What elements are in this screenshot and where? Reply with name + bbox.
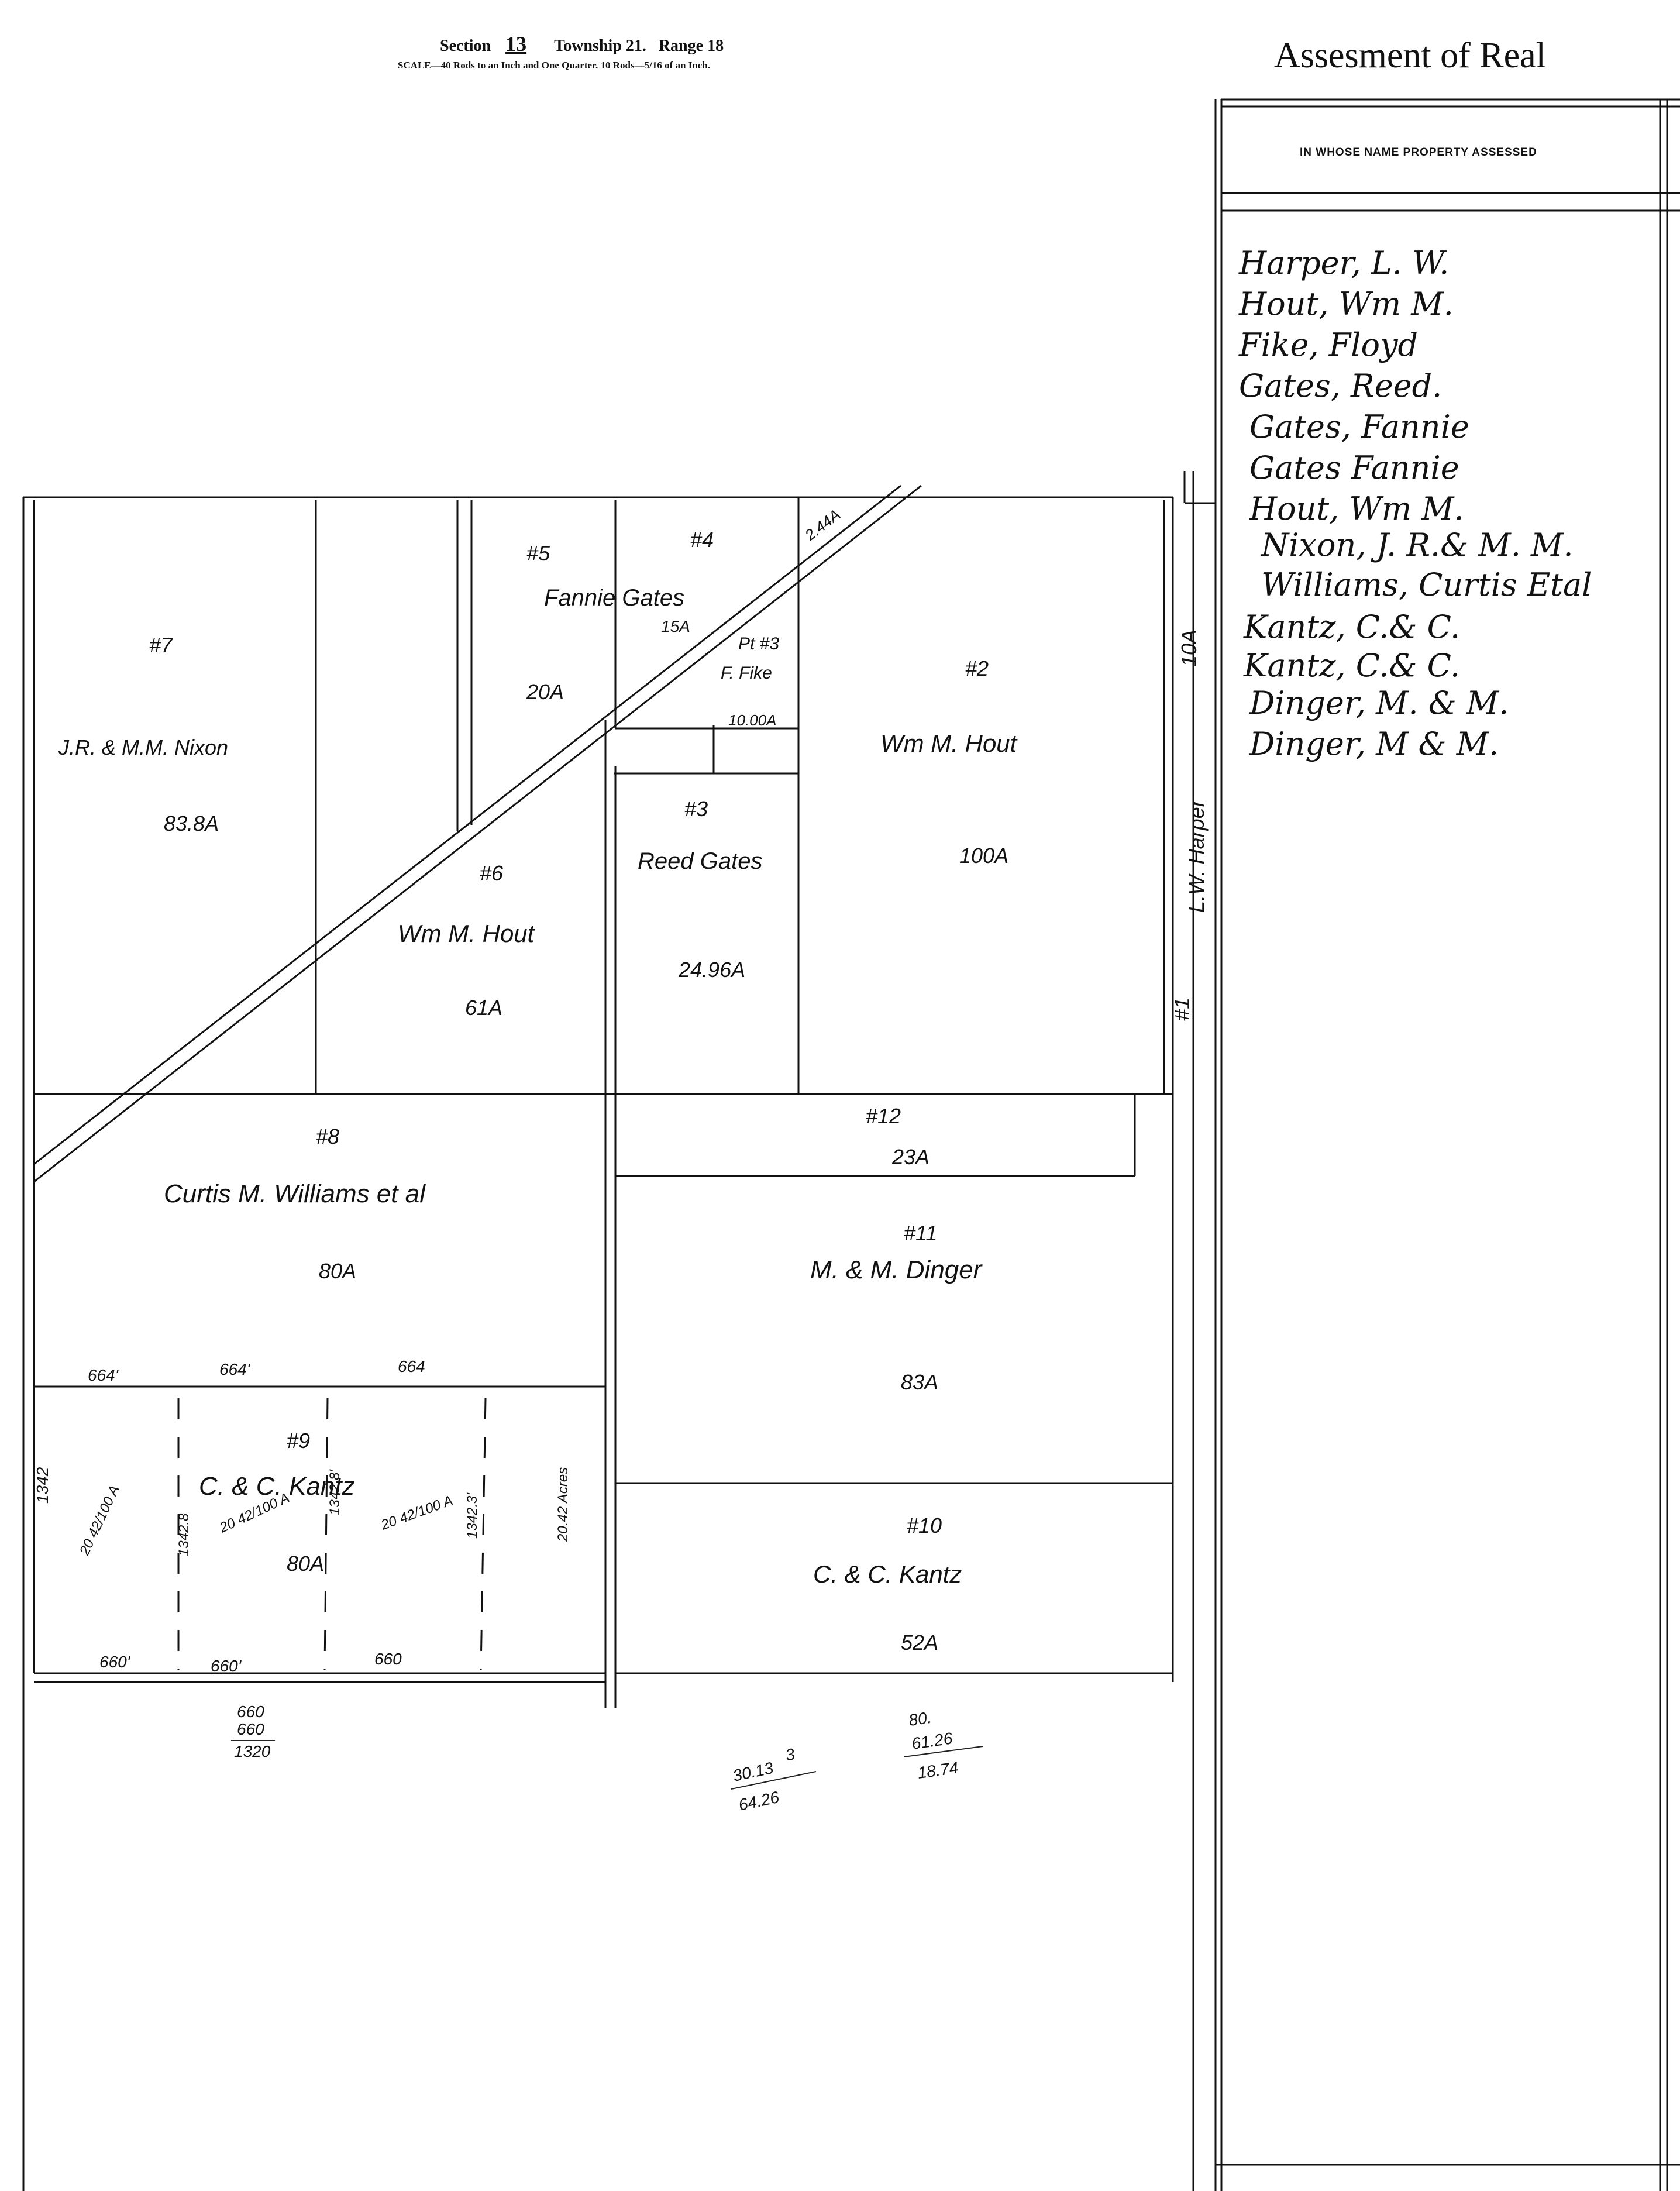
- parcel-pt3-number: Pt #3: [738, 634, 779, 653]
- ledger-column-header: IN WHOSE NAME PROPERTY ASSESSED: [1300, 146, 1537, 159]
- range-number: 18: [707, 37, 724, 55]
- parcel-5-acres: 20A: [526, 680, 564, 704]
- parcel-9-owner: C. & C. Kantz: [199, 1472, 355, 1501]
- dimension-bottom: 660': [99, 1653, 131, 1671]
- subdivision-acres: 20 42/100 A: [378, 1492, 455, 1533]
- parcel-4-number: #4: [690, 528, 714, 552]
- parcel-10-owner: C. & C. Kantz: [813, 1560, 962, 1588]
- parcel-7-acres: 83.8A: [164, 811, 219, 835]
- parcel-9-number: #9: [287, 1429, 310, 1453]
- calc-2-line: 3: [784, 1745, 797, 1765]
- vertical-dimension: 1342.8': [327, 1469, 343, 1515]
- subdivision-acres: 20.42 Acres: [555, 1467, 571, 1542]
- calc-3-line: 61.26: [911, 1729, 954, 1753]
- parcel-11-number: #11: [904, 1221, 937, 1245]
- owner-entry: Dinger, M. & M.: [1249, 685, 1509, 721]
- parcel-2-acres: 100A: [959, 844, 1008, 868]
- calc-1-line: 660: [237, 1702, 264, 1721]
- parcel-1-number: #1: [1170, 998, 1194, 1021]
- parcel-6-number: #6: [480, 861, 504, 885]
- dimension-top: 664': [219, 1360, 251, 1378]
- parcel-7-number: #7: [149, 633, 174, 657]
- parcel-3-owner: Reed Gates: [638, 848, 762, 874]
- fannie-gates-label: Fannie Gates: [544, 585, 684, 611]
- owner-entry: Nixon, J. R.& M. M.: [1261, 527, 1574, 563]
- owner-entry: Hout, Wm M.: [1239, 286, 1454, 322]
- parcel-9-acres: 80A: [287, 1552, 324, 1576]
- parcel-12-number: #12: [866, 1104, 901, 1128]
- parcel-6-owner: Wm M. Hout: [398, 920, 536, 947]
- parcel-7-owner: J.R. & M.M. Nixon: [58, 735, 228, 759]
- parcel-3-number: #3: [684, 797, 708, 821]
- dimension-top: 664: [398, 1357, 425, 1375]
- parcel-pt3-acres: 10.00A: [728, 711, 776, 729]
- township-number: 21.: [625, 37, 646, 55]
- section-header: Section 13 Township 21. Range 18: [440, 32, 724, 56]
- owner-entry: Harper, L. W.: [1239, 245, 1450, 281]
- owner-entry: Gates, Fannie: [1249, 408, 1469, 445]
- calc-2-line: 64.26: [737, 1788, 781, 1814]
- owner-entry: Williams, Curtis Etal: [1261, 566, 1592, 603]
- owner-entry: Fike, Floyd: [1239, 326, 1419, 363]
- owner-entry: Kantz, C.& C.: [1244, 608, 1461, 645]
- owner-entry: Gates Fannie: [1249, 449, 1459, 486]
- parcel-4-acres: 15A: [661, 617, 690, 635]
- parcel-8-acres: 80A: [319, 1259, 356, 1283]
- owner-entry: Kantz, C.& C.: [1244, 647, 1461, 684]
- calc-3-line: 80.: [908, 1708, 933, 1729]
- parcel-10-number: #10: [907, 1514, 942, 1538]
- scale-note: SCALE—40 Rods to an Inch and One Quarter…: [398, 60, 711, 71]
- range-label: Range: [658, 37, 704, 55]
- road-area-note: 2.44A: [801, 505, 844, 544]
- dimension-top: 664': [88, 1366, 119, 1384]
- calc-1-line: 660: [237, 1720, 264, 1738]
- parcel-1-owner: L.W. Harper: [1185, 799, 1209, 913]
- ledger-title: Assesment of Real: [1274, 36, 1546, 75]
- vertical-dimension: 1342.8: [176, 1513, 192, 1556]
- parcel-11-owner: M. & M. Dinger: [810, 1256, 983, 1284]
- parcel-3-acres: 24.96A: [678, 958, 745, 982]
- parcel-8-owner: Curtis M. Williams et al: [164, 1179, 426, 1208]
- dimension-bottom: 660: [374, 1650, 402, 1668]
- section-label: Section: [440, 37, 491, 55]
- township-label: Township: [554, 37, 622, 55]
- parcel-6-acres: 61A: [465, 996, 502, 1020]
- parcel-pt3-owner: F. Fike: [721, 663, 772, 683]
- owner-entry: Gates, Reed.: [1239, 367, 1443, 404]
- parcel-1-acres: 10A: [1177, 630, 1201, 667]
- owner-entry: Hout, Wm M.: [1249, 490, 1464, 527]
- owner-entry: Dinger, M & M.: [1249, 725, 1499, 762]
- parcel-11-acres: 83A: [901, 1370, 938, 1394]
- parcel-5-number: #5: [526, 541, 550, 565]
- parcel-12-acres: 23A: [891, 1145, 929, 1169]
- calc-3-line: 18.74: [917, 1758, 960, 1781]
- parcel-8-number: #8: [316, 1124, 339, 1148]
- parcel-2-number: #2: [965, 656, 989, 680]
- subdivision-acres: 20 42/100 A: [77, 1483, 123, 1559]
- parcel-10-acres: 52A: [901, 1631, 938, 1655]
- section-number: 13: [505, 32, 527, 56]
- parcel-2-owner: Wm M. Hout: [880, 730, 1018, 757]
- dimension-bottom: 660': [211, 1657, 242, 1675]
- vertical-dimension: 1342.3': [464, 1492, 480, 1539]
- dimension-left-side: 1342: [33, 1467, 51, 1504]
- calc-1-line: 1320: [234, 1742, 271, 1760]
